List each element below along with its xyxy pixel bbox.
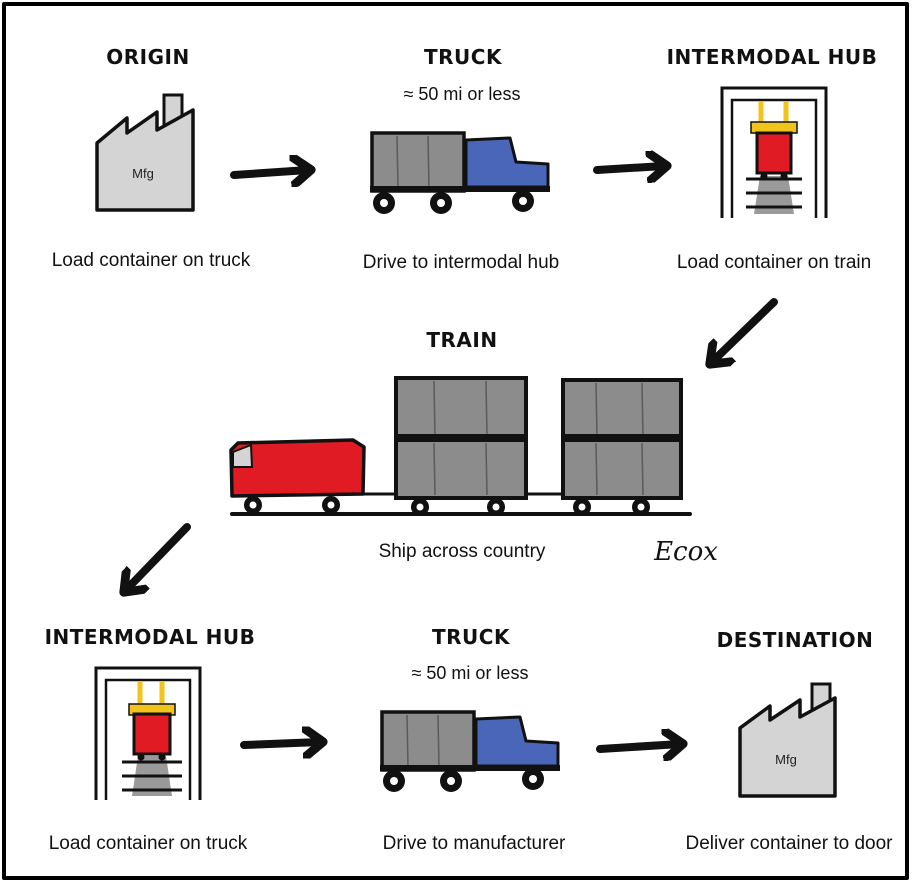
crane-icon bbox=[94, 666, 202, 800]
origin-title: ORIGIN bbox=[106, 45, 189, 69]
arrow-right-icon bbox=[596, 744, 680, 749]
hub-1-title: INTERMODAL HUB bbox=[667, 45, 878, 69]
arrow-right-icon bbox=[230, 170, 308, 175]
factory-label: Mfg bbox=[775, 752, 797, 767]
arrow-down-left-icon bbox=[126, 523, 191, 590]
crane-icon bbox=[720, 86, 828, 218]
truck-1-caption: Drive to intermodal hub bbox=[363, 252, 559, 273]
arrow-right-icon bbox=[240, 742, 320, 745]
hub-1-caption: Load container on train bbox=[677, 252, 871, 273]
artist-signature: Ecox bbox=[653, 537, 718, 567]
destination-step: DESTINATION Mfg Deliver container to doo… bbox=[686, 628, 894, 854]
factory-icon: Mfg bbox=[738, 682, 837, 798]
factory-label: Mfg bbox=[132, 166, 154, 181]
train-caption: Ship across country bbox=[379, 541, 546, 562]
arrow-right-icon bbox=[593, 166, 664, 170]
arrow-down-left-icon bbox=[712, 298, 778, 362]
truck-2-distance: ≈ 50 mi or less bbox=[412, 663, 529, 683]
truck-2-title: TRUCK bbox=[432, 625, 511, 649]
destination-title: DESTINATION bbox=[717, 628, 874, 652]
factory-icon: Mfg bbox=[95, 93, 195, 212]
origin-step: ORIGIN Mfg Load container on truck bbox=[52, 45, 251, 271]
hub-step-1: INTERMODAL HUB Load container on train bbox=[667, 45, 878, 273]
truck-1-distance: ≈ 50 mi or less bbox=[404, 84, 521, 104]
truck-step-1: TRUCK ≈ 50 mi or less Drive to intermoda… bbox=[363, 45, 559, 273]
truck-2-caption: Drive to manufacturer bbox=[383, 833, 566, 854]
truck-icon bbox=[380, 710, 560, 792]
train-step: TRAIN bbox=[229, 328, 692, 562]
train-title: TRAIN bbox=[426, 328, 497, 352]
origin-caption: Load container on truck bbox=[52, 250, 251, 271]
hub-2-title: INTERMODAL HUB bbox=[45, 625, 256, 649]
destination-caption: Deliver container to door bbox=[686, 833, 894, 854]
truck-step-2: TRUCK ≈ 50 mi or less Drive to manufactu… bbox=[380, 625, 566, 854]
hub-step-2: INTERMODAL HUB Load container on truck bbox=[45, 625, 256, 854]
truck-icon bbox=[370, 131, 550, 214]
train-icon bbox=[229, 376, 692, 516]
hub-2-caption: Load container on truck bbox=[49, 833, 248, 854]
diagram-frame bbox=[2, 2, 909, 880]
truck-1-title: TRUCK bbox=[424, 45, 503, 69]
